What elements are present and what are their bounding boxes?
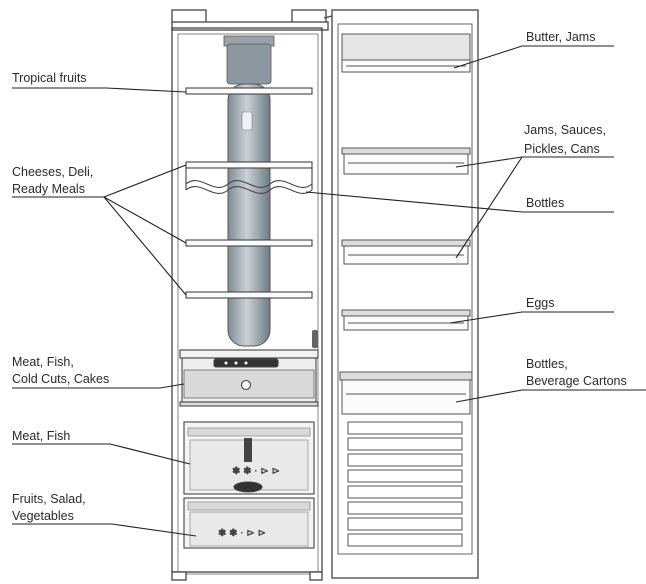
shelf-4: [185, 291, 313, 299]
label-cartons-line2: Beverage Cartons: [526, 374, 627, 388]
shelf-1: [185, 87, 313, 95]
label-meat-drawer-line1: Meat, Fish,: [12, 355, 74, 369]
labels: Tropical fruits Cheeses, Deli, Ready Mea…: [12, 30, 627, 523]
leader-fruits: [12, 523, 197, 537]
door-bin-1: [341, 147, 471, 175]
shelf-3: [185, 239, 313, 247]
label-eggs: Eggs: [526, 296, 555, 310]
butter-compartment: [341, 33, 471, 73]
bottle-bin: [339, 371, 473, 415]
leader-cheese-2: [103, 196, 187, 244]
shelf-2: [185, 161, 313, 169]
glass-shelves: [185, 87, 313, 299]
bottle-rack: [185, 168, 313, 195]
leader-lines: [12, 45, 646, 537]
label-meat-fish: Meat, Fish: [12, 429, 70, 443]
label-cartons-line1: Bottles,: [526, 357, 568, 371]
label-cheeses-line1: Cheeses, Deli,: [12, 165, 93, 179]
label-fruits-line1: Fruits, Salad,: [12, 492, 86, 506]
door-bin-2: [341, 239, 471, 265]
crisper-upper: ✽ ✽ · ⊳ ⊳: [183, 421, 315, 495]
label-cheeses-line2: Ready Meals: [12, 182, 85, 196]
fridge-door: [323, 9, 479, 579]
leader-meat-drawer: [12, 383, 185, 389]
door-bins: [339, 33, 473, 547]
svg-text:✽ ✽ · ⊳ ⊳: ✽ ✽ · ⊳ ⊳: [232, 466, 280, 477]
label-tropical-fruits: Tropical fruits: [12, 71, 87, 85]
foot-left: [171, 571, 187, 581]
door-lower-panel: [347, 421, 463, 547]
leader-jams-2: [455, 156, 523, 259]
leader-cheese-3: [103, 196, 187, 296]
leader-meat: [12, 443, 191, 465]
crisper-lower: ✽ ✽ · ⊳ ⊳: [183, 497, 315, 549]
leader-cartons: [455, 389, 646, 403]
label-butter-jams: Butter, Jams: [526, 30, 595, 44]
egg-tray: [341, 309, 471, 331]
air-duct: [223, 35, 318, 348]
label-bottles: Bottles: [526, 196, 564, 210]
leader-butter: [453, 45, 614, 69]
label-meat-drawer-line2: Cold Cuts, Cakes: [12, 372, 109, 386]
leader-bottles: [305, 191, 614, 213]
leader-eggs: [449, 311, 614, 324]
leader-jams: [455, 156, 614, 168]
chill-drawer: [179, 349, 319, 407]
svg-text:✽ ✽ · ⊳ ⊳: ✽ ✽ · ⊳ ⊳: [218, 528, 266, 539]
label-jams-line2: Pickles, Cans: [524, 142, 600, 156]
leader-tropical: [12, 87, 187, 93]
label-fruits-line2: Vegetables: [12, 509, 74, 523]
foot-right: [309, 571, 323, 581]
label-jams-line1: Jams, Sauces,: [524, 123, 606, 137]
